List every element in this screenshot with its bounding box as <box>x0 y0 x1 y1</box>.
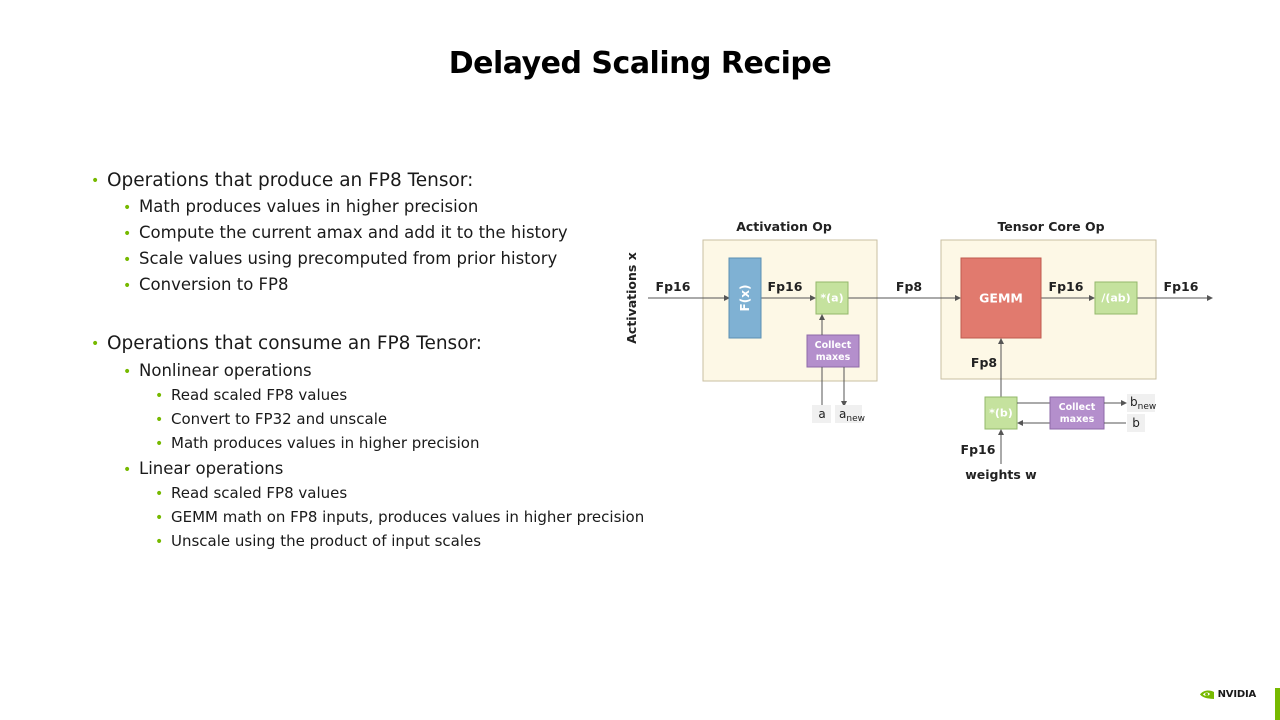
unscale-box <box>1094 281 1138 315</box>
collect-maxes-second-line: maxes <box>816 352 851 363</box>
collect-maxes-a-text: Collect <box>815 340 852 351</box>
gemm-output-dtype-label: Fp16 <box>1049 279 1084 294</box>
input-dtype-label: Fp16 <box>656 279 691 294</box>
scale-a-tag: a <box>818 407 825 421</box>
bullet-dot-icon: • <box>123 200 132 216</box>
collect-maxes-b-text: Collect <box>1059 402 1096 413</box>
bullet-item-level-3: • Read scaled FP8 values <box>155 386 348 404</box>
collect-maxes-second-line: maxes <box>1060 414 1095 425</box>
bullet-dot-icon: • <box>91 336 100 352</box>
amax-a-tag-sub: new <box>846 414 865 424</box>
scale-b-label: *(b) <box>989 407 1013 420</box>
nvidia-eye-icon <box>1199 690 1214 699</box>
activation-op-label: Activation Op <box>736 219 832 234</box>
bullet-item-level-3: • GEMM math on FP8 inputs, produces value… <box>155 508 645 526</box>
bullet-item-level-3: • Convert to FP32 and unscale <box>155 410 388 428</box>
collect-maxes-a-box <box>806 334 860 368</box>
scale-b-box <box>984 396 1018 430</box>
amax-b-tag-sub: new <box>1138 402 1157 412</box>
amax-b-tag-base: b <box>1130 395 1138 409</box>
bullet-item-level-2: • Nonlinear operations <box>123 361 312 380</box>
bullet-dot-icon: • <box>123 252 132 268</box>
amax-a-tag-bg <box>835 405 862 423</box>
scale-a-box <box>815 281 849 315</box>
bullet-dot-icon: • <box>123 462 132 478</box>
bullet-item-level-3: • Unscale using the product of input scal… <box>155 532 482 550</box>
delayed-scaling-diagram: Activation Op Tensor Core Op Activations… <box>620 210 1220 500</box>
bullet-text: Compute the current amax and add it to t… <box>139 223 568 242</box>
gemm-label: GEMM <box>979 291 1023 306</box>
bullet-text: Conversion to FP8 <box>139 275 289 294</box>
bullet-text: Scale values using precomputed from prio… <box>139 249 558 268</box>
bullet-text: GEMM math on FP8 inputs, produces values… <box>171 508 645 526</box>
bullet-text: Math produces values in higher precision <box>139 197 479 216</box>
weights-label: weights w <box>965 467 1037 482</box>
gemm-box <box>960 257 1042 339</box>
bullet-item-level-3: • Read scaled FP8 values <box>155 484 348 502</box>
weight-input-dtype-label: Fp16 <box>961 442 996 457</box>
final-output-dtype-label: Fp16 <box>1164 279 1199 294</box>
amax-b-tag-bg <box>1127 394 1155 412</box>
activations-input-label: Activations x <box>624 252 639 344</box>
bullet-item-level-2: • Compute the current amax and add it to … <box>123 223 568 242</box>
amax-b-tag: bnew <box>1130 395 1156 412</box>
unscale-label: /(ab) <box>1101 292 1130 305</box>
bullet-item-level-2: • Math produces values in higher precisio… <box>123 197 479 216</box>
tensor-core-op-label: Tensor Core Op <box>997 219 1104 234</box>
bullet-dot-icon: • <box>155 388 164 404</box>
bullet-dot-icon: • <box>155 412 164 428</box>
bullet-item-level-3: • Math produces values in higher precisio… <box>155 434 480 452</box>
amax-a-tag: anew <box>839 407 865 424</box>
bullet-item-level-2: • Scale values using precomputed from pri… <box>123 249 558 268</box>
bullet-text: Nonlinear operations <box>139 361 312 380</box>
fx-label: F(x) <box>738 285 752 312</box>
scale-a-label: *(a) <box>820 292 843 305</box>
collect-maxes-b-box <box>1049 396 1105 430</box>
scale-b-tag-bg <box>1127 414 1145 432</box>
nvidia-wordmark: NVIDIA <box>1217 689 1257 700</box>
bullet-dot-icon: • <box>123 364 132 380</box>
bullet-text: Operations that produce an FP8 Tensor: <box>107 170 474 191</box>
accent-bar <box>1275 688 1280 720</box>
bullet-dot-icon: • <box>123 226 132 242</box>
bullet-text: Convert to FP32 and unscale <box>171 410 388 428</box>
bullet-item-level-1: • Operations that produce an FP8 Tensor: <box>91 170 474 191</box>
bullet-item-level-2: • Conversion to FP8 <box>123 275 289 294</box>
bullet-item-level-2: • Linear operations <box>123 459 284 478</box>
bullet-dot-icon: • <box>123 278 132 294</box>
bullet-dot-icon: • <box>91 173 100 189</box>
scale-b-tag: b <box>1132 416 1140 430</box>
bullet-item-level-1: • Operations that consume an FP8 Tensor: <box>91 333 483 354</box>
bullet-text: Read scaled FP8 values <box>171 386 348 404</box>
bullet-text: Math produces values in higher precision <box>171 434 480 452</box>
bullet-dot-icon: • <box>155 486 164 502</box>
bullet-text: Operations that consume an FP8 Tensor: <box>107 333 483 354</box>
activation-output-dtype-label: Fp8 <box>896 279 922 294</box>
bullet-text: Read scaled FP8 values <box>171 484 348 502</box>
fx-box <box>728 257 762 339</box>
fx-output-dtype-label: Fp16 <box>768 279 803 294</box>
nvidia-logo: NVIDIA <box>1199 689 1256 700</box>
bullet-text: Linear operations <box>139 459 284 478</box>
weight-fp8-label: Fp8 <box>971 355 997 370</box>
bullet-text: Unscale using the product of input scale… <box>171 532 482 550</box>
bullet-dot-icon: • <box>155 436 164 452</box>
amax-a-tag-base: a <box>839 407 846 421</box>
bullet-dot-icon: • <box>155 534 164 550</box>
slide-title: Delayed Scaling Recipe <box>448 46 832 81</box>
scale-a-tag-bg <box>812 405 831 423</box>
bullet-dot-icon: • <box>155 510 164 526</box>
